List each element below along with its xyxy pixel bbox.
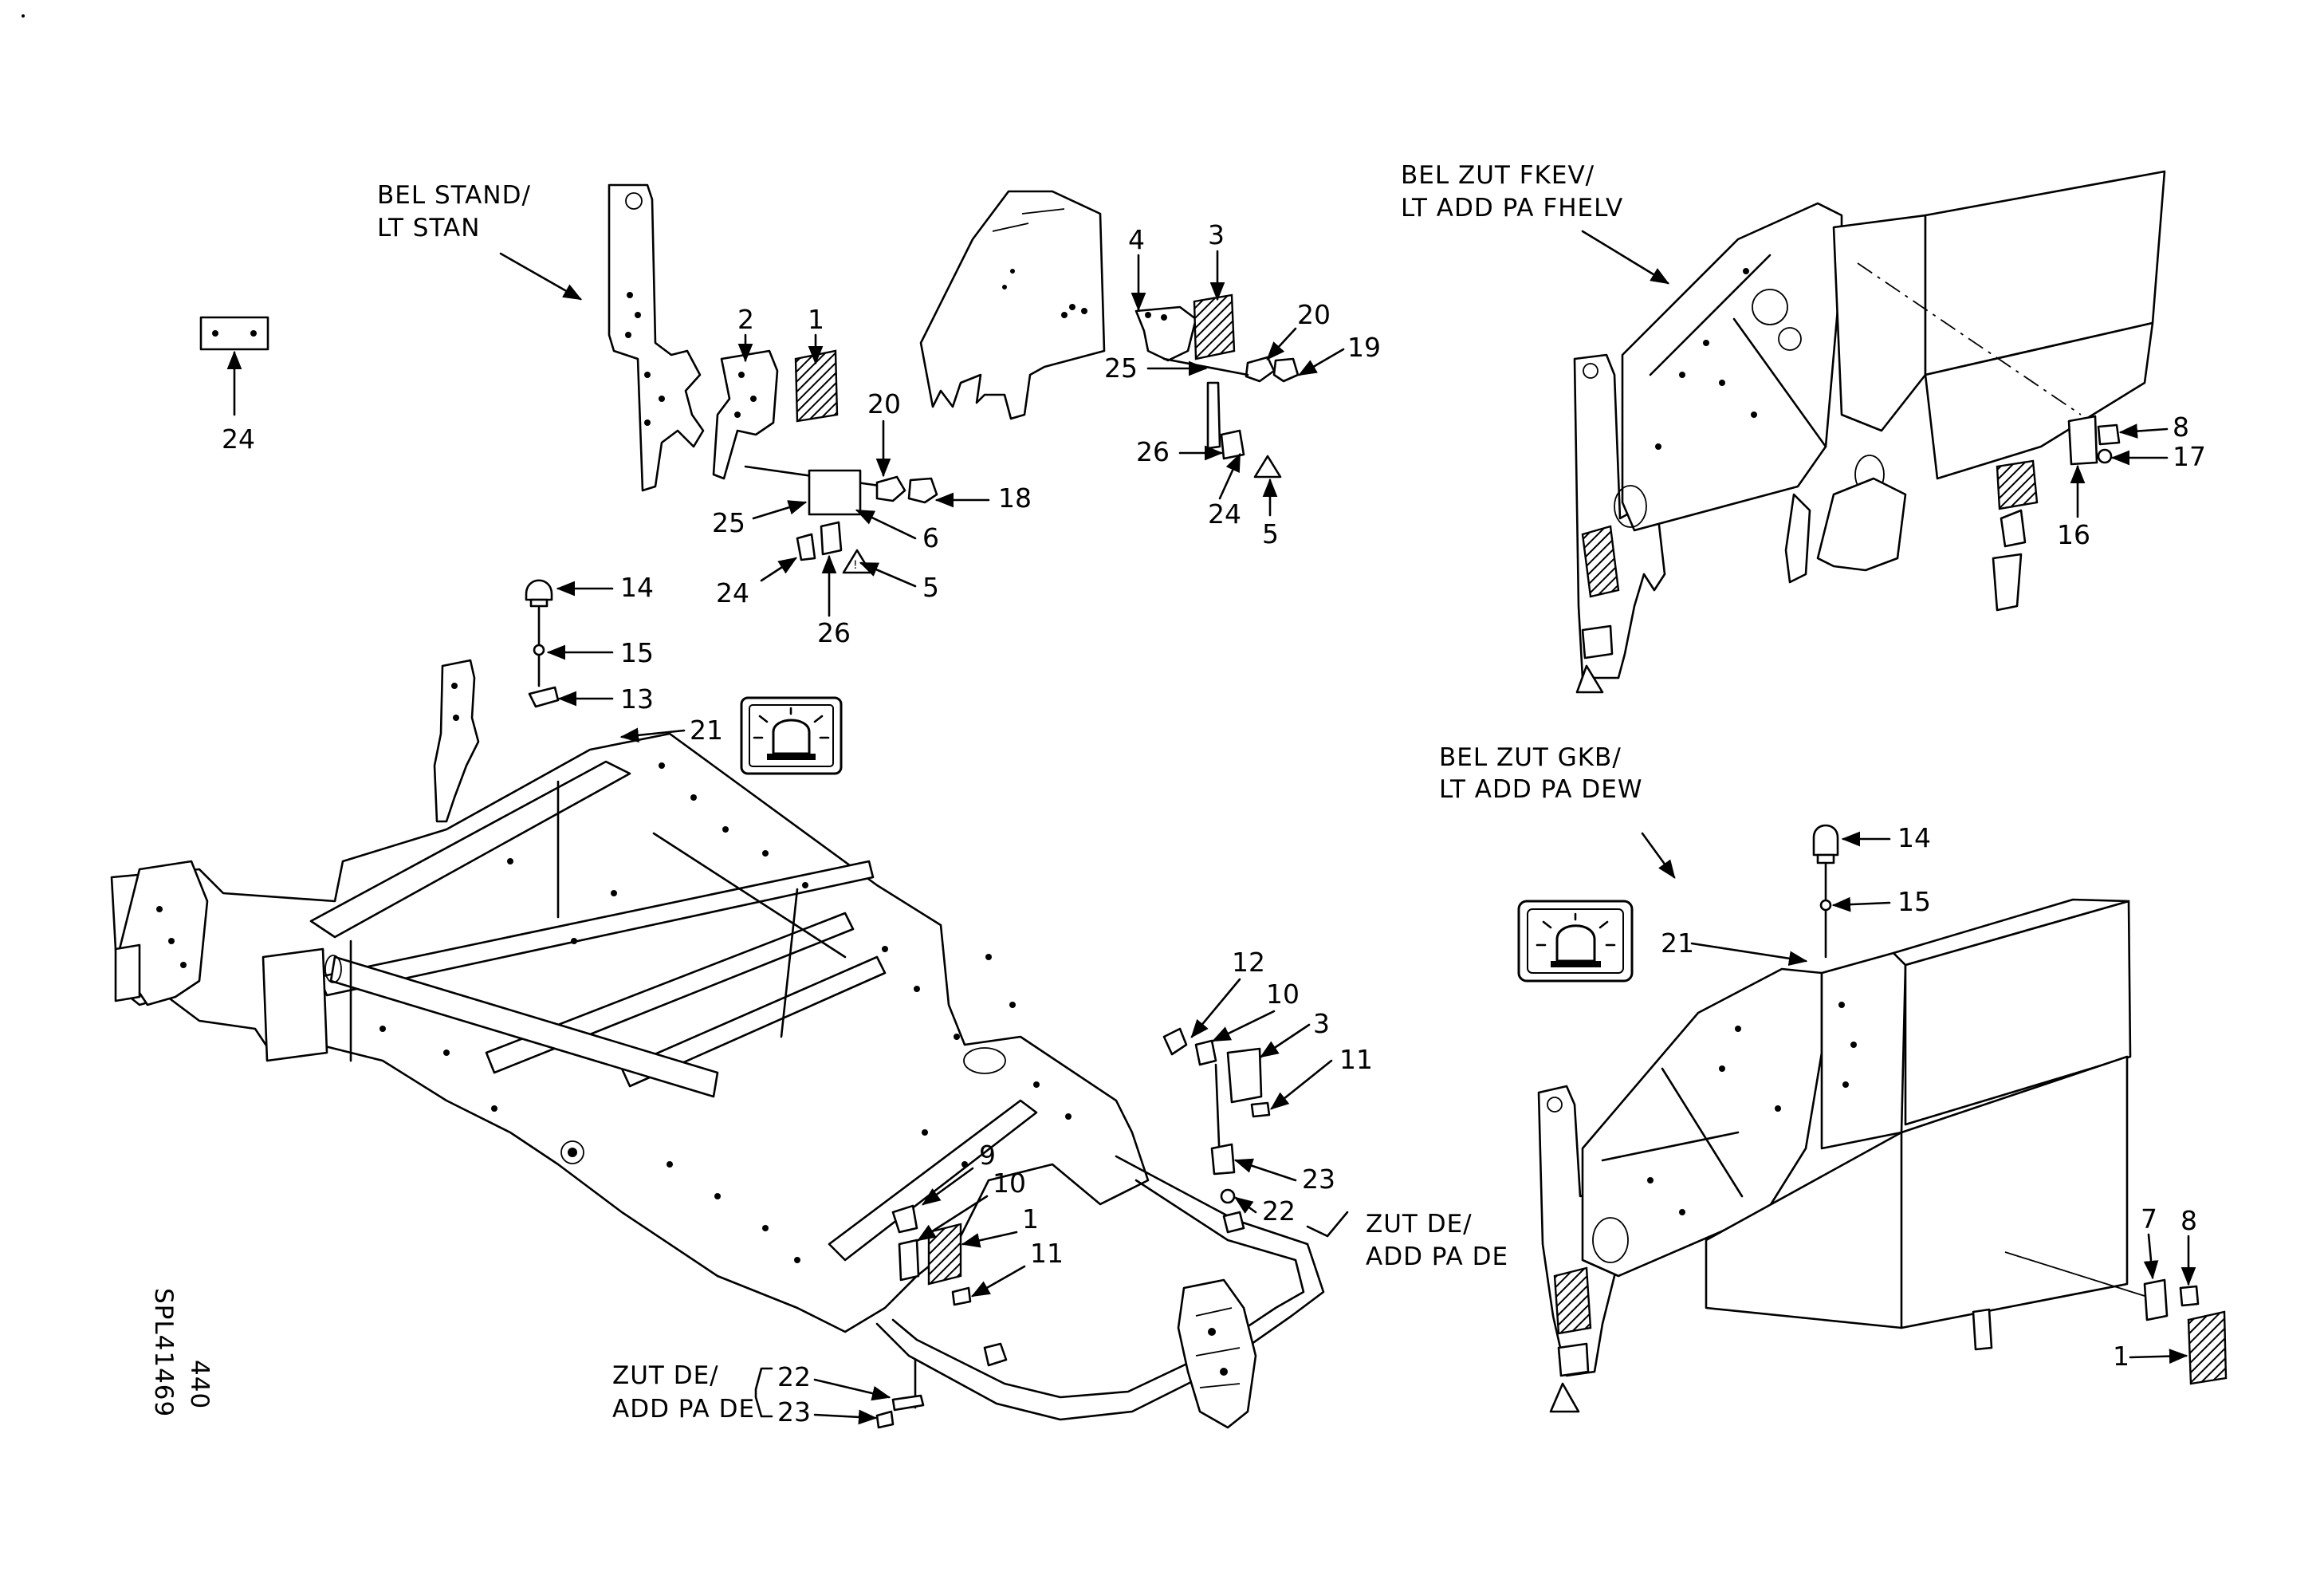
plate-6-part bbox=[808, 469, 862, 516]
page-number: 440 bbox=[185, 1360, 214, 1409]
zut-de-right-line2: ADD PA DE bbox=[1366, 1243, 1508, 1271]
hinge-16-part bbox=[2067, 415, 2098, 466]
callout-18: 18 bbox=[998, 482, 1032, 514]
callout-10b: 10 bbox=[993, 1168, 1026, 1199]
cross-member-rear bbox=[828, 1099, 1038, 1262]
group-fkev-line2: LT ADD PA FHELV bbox=[1401, 194, 1623, 223]
beacon-lamp-part bbox=[525, 579, 553, 601]
stand-bracket-arm bbox=[608, 183, 705, 492]
gkb-door bbox=[1820, 951, 1907, 1150]
beacon-lamp-gkb bbox=[1812, 824, 1839, 857]
callout-13: 13 bbox=[620, 683, 654, 715]
callout-1b: 1 bbox=[1022, 1203, 1039, 1235]
callout-8b: 8 bbox=[2180, 1205, 2197, 1236]
plate-part bbox=[199, 316, 269, 351]
callout-19: 19 bbox=[1347, 332, 1381, 363]
callout-11b: 11 bbox=[1030, 1238, 1064, 1269]
callout-23: 23 bbox=[1302, 1164, 1335, 1195]
zut-de-right-line1: ZUT DE/ bbox=[1366, 1210, 1473, 1239]
callout-5: 5 bbox=[922, 572, 939, 603]
callout-25b: 25 bbox=[1104, 352, 1138, 384]
reflector-1-gkb bbox=[2187, 1310, 2228, 1385]
callout-16: 16 bbox=[2057, 519, 2090, 550]
callout-24-plate: 24 bbox=[222, 423, 255, 455]
callout-17: 17 bbox=[2173, 441, 2206, 472]
callout-20b: 20 bbox=[1297, 299, 1331, 330]
callout-9: 9 bbox=[979, 1140, 996, 1171]
callout-26: 26 bbox=[817, 617, 851, 648]
group-stand-line2: LT STAN bbox=[377, 214, 480, 242]
callout-20: 20 bbox=[867, 388, 901, 419]
callout-26b: 26 bbox=[1136, 436, 1170, 467]
reflector-rear-left bbox=[927, 1223, 962, 1286]
cross-member-front bbox=[309, 760, 631, 939]
group-gkb: BEL ZUT GKB/ LT ADD PA DEW 21 14 15 bbox=[1439, 743, 2228, 1413]
callout-23b: 23 bbox=[777, 1396, 811, 1428]
reflector-rear-right bbox=[1226, 1047, 1263, 1104]
hitch-assembly bbox=[1177, 1278, 1257, 1429]
callout-7: 7 bbox=[2141, 1203, 2157, 1235]
bracket-4-part bbox=[1134, 305, 1197, 362]
callout-14b: 14 bbox=[1897, 822, 1931, 853]
callout-24c: 24 bbox=[1208, 498, 1241, 530]
group-fkev: BEL ZUT FKEV/ LT ADD PA FHELV bbox=[1401, 161, 2206, 694]
callout-5b: 5 bbox=[1262, 518, 1279, 549]
mount-bracket bbox=[712, 349, 779, 480]
callout-11: 11 bbox=[1339, 1044, 1373, 1075]
callout-1c: 1 bbox=[2113, 1341, 2129, 1372]
callout-3b: 3 bbox=[1313, 1008, 1330, 1039]
callout-15b: 15 bbox=[1897, 886, 1931, 917]
callout-21: 21 bbox=[690, 715, 723, 746]
corner-dot bbox=[22, 14, 25, 18]
callout-24: 24 bbox=[716, 577, 749, 608]
fkev-door bbox=[1832, 214, 1927, 432]
group-gkb-line1: BEL ZUT GKB/ bbox=[1439, 743, 1622, 772]
main-chassis: 14 15 13 21 12 10 3 11 bbox=[110, 572, 1508, 1429]
group-fkev-line1: BEL ZUT FKEV/ bbox=[1401, 161, 1595, 190]
reflector-3-part bbox=[1193, 293, 1236, 360]
callout-10: 10 bbox=[1266, 979, 1300, 1010]
callout-2: 2 bbox=[737, 304, 754, 335]
callout-21b: 21 bbox=[1661, 927, 1694, 959]
beacon-warning-icon bbox=[1517, 900, 1634, 983]
callout-25: 25 bbox=[712, 507, 745, 538]
fkev-housing-side bbox=[1621, 202, 1843, 532]
callout-14: 14 bbox=[620, 572, 654, 603]
document-code: SPL41469 bbox=[149, 1288, 178, 1417]
beacon-warning-icon bbox=[740, 696, 843, 775]
callout-22b: 22 bbox=[777, 1361, 811, 1392]
group-stand: BEL STAND/ LT STAN ! 2 1 20 bbox=[199, 181, 1381, 648]
callout-12: 12 bbox=[1232, 947, 1265, 978]
group-gkb-line2: LT ADD PA DEW bbox=[1439, 775, 1642, 804]
zut-de-bottom-line2: ADD PA DE bbox=[612, 1395, 755, 1424]
chassis-left-upright bbox=[433, 659, 480, 823]
callout-22: 22 bbox=[1262, 1195, 1296, 1227]
callout-1: 1 bbox=[808, 304, 824, 335]
callout-8: 8 bbox=[2173, 412, 2189, 443]
group-stand-line1: BEL STAND/ bbox=[377, 181, 531, 210]
callout-4: 4 bbox=[1128, 224, 1145, 255]
gkb-housing-side bbox=[1581, 967, 1823, 1278]
side-cover-panel bbox=[919, 190, 1106, 420]
callout-3: 3 bbox=[1208, 219, 1225, 250]
zut-de-bottom-line1: ZUT DE/ bbox=[612, 1361, 719, 1390]
callout-6: 6 bbox=[922, 522, 939, 553]
group-stand-pointer bbox=[499, 252, 583, 301]
bracket-7-part bbox=[2143, 1278, 2169, 1321]
callout-15: 15 bbox=[620, 637, 654, 668]
svg-text:!: ! bbox=[853, 559, 858, 572]
